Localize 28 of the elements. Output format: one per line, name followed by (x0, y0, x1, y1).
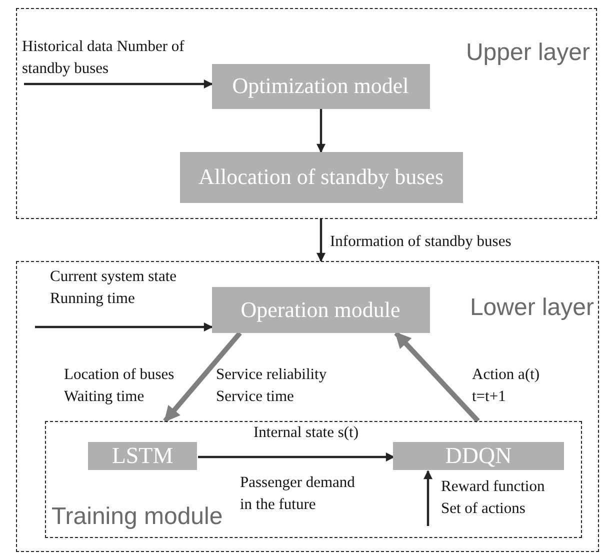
dashed-region (44, 420, 582, 538)
region-title: Lower layer (470, 294, 594, 322)
edge-label: Reward function Set of actions (441, 477, 546, 519)
arrow (198, 452, 395, 462)
arrow (424, 470, 432, 526)
arrow (24, 80, 213, 88)
text-label: Location of buses Waiting time (64, 365, 176, 407)
process-box: Operation module (212, 286, 430, 332)
edge-label: Action a(t) t=t+1 (472, 365, 541, 407)
process-box: Allocation of standby buses (180, 152, 462, 202)
region-title: Training module (52, 502, 223, 530)
edge-label: Current system state Running time (50, 267, 178, 309)
dashed-region (16, 8, 597, 219)
arrow (35, 322, 213, 332)
dashed-region (16, 261, 599, 552)
text-label: Service reliability Service time (216, 365, 328, 407)
arrow (316, 109, 326, 153)
text-label: Passenger demand in the future (240, 473, 356, 515)
edge-label: Historical data Number of standby buses (22, 37, 186, 79)
process-box: LSTM (88, 442, 197, 470)
edge-label: Internal state s(t) (252, 423, 360, 443)
edge-label: Information of standby buses (330, 232, 512, 252)
arrow (163, 331, 242, 423)
process-box: Optimization model (212, 64, 430, 108)
process-box: DDQN (393, 442, 564, 470)
region-title: Upper layer (466, 39, 590, 67)
arrow (316, 219, 326, 262)
arrow (394, 331, 480, 423)
